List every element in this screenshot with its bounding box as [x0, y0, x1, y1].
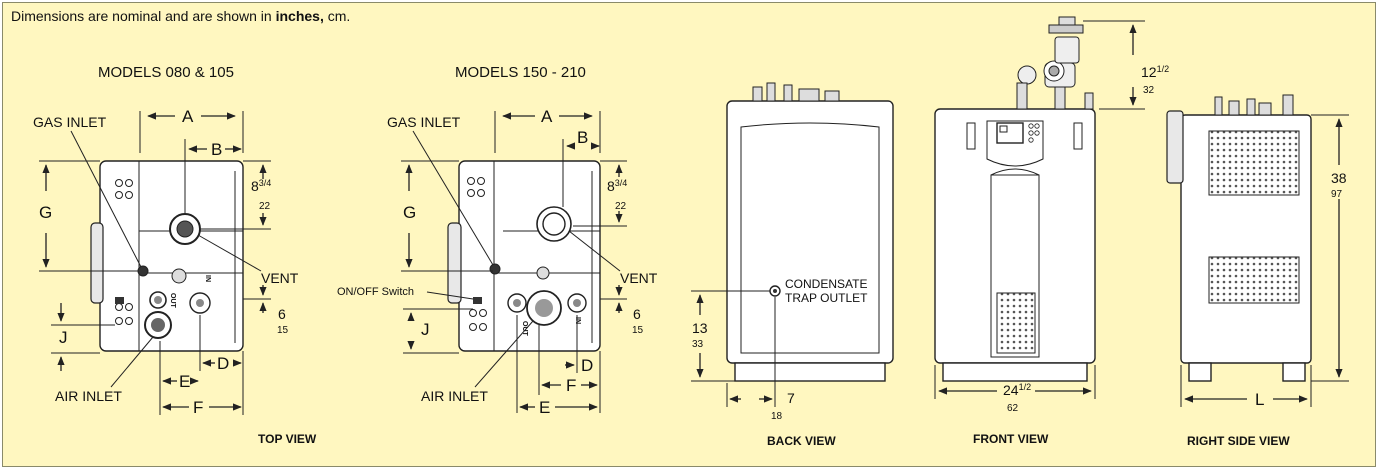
gas-inlet-connector: [137, 265, 149, 277]
back-panel: [726, 100, 894, 364]
svg-text:OUT: OUT: [521, 321, 528, 337]
svg-text:83/4: 83/4: [607, 178, 627, 194]
svg-text:D: D: [581, 356, 593, 375]
svg-text:F: F: [193, 398, 203, 417]
model-heading-small: MODELS 080 & 105: [98, 64, 234, 81]
svg-text:A: A: [541, 107, 553, 126]
svg-text:F: F: [566, 376, 576, 395]
svg-text:G: G: [403, 203, 416, 222]
svg-text:15: 15: [277, 325, 289, 336]
svg-text:241/2: 241/2: [1003, 382, 1031, 398]
on-off-switch: [115, 297, 124, 304]
svg-text:J: J: [421, 320, 430, 339]
svg-text:GAS INLET: GAS INLET: [387, 114, 461, 130]
svg-text:OUT: OUT: [169, 293, 176, 309]
condensate-label: CONDENSATE: [785, 277, 867, 291]
svg-text:D: D: [217, 354, 229, 373]
svg-text:6: 6: [278, 306, 286, 322]
svg-text:18: 18: [771, 411, 783, 422]
dim-j: J: [59, 328, 68, 347]
dim-l: L: [1255, 390, 1264, 409]
vent-label: VENT: [261, 270, 299, 286]
svg-text:62: 62: [1007, 403, 1019, 414]
svg-text:32: 32: [1143, 85, 1155, 96]
dim-a: A: [182, 107, 194, 126]
svg-text:AIR INLET: AIR INLET: [421, 388, 488, 404]
svg-text:IN: IN: [204, 275, 211, 282]
dim-8-3-4: 83/4: [251, 178, 271, 194]
dim-g: G: [39, 203, 52, 222]
svg-text:7: 7: [787, 390, 795, 406]
side-vents-lower: [1208, 256, 1300, 304]
svg-text:33: 33: [692, 339, 704, 350]
model-heading-large: MODELS 150 - 210: [455, 64, 586, 81]
svg-text:97: 97: [1331, 189, 1343, 200]
back-view-caption: BACK VIEW: [767, 434, 836, 448]
side-view-caption: RIGHT SIDE VIEW: [1187, 434, 1290, 448]
svg-text:E: E: [179, 372, 190, 391]
side-vents-upper: [1208, 130, 1300, 196]
svg-text:121/2: 121/2: [1141, 64, 1169, 80]
svg-text:22: 22: [259, 201, 271, 212]
circulator-pump: [1016, 16, 1094, 110]
dim-b: B: [211, 140, 222, 159]
top-view-caption: TOP VIEW: [258, 432, 317, 446]
right-side-view: 38 97 L RIGHT SIDE VIEW: [1166, 94, 1349, 448]
on-off-switch-label: ON/OFF Switch: [337, 286, 414, 298]
svg-text:22: 22: [615, 201, 627, 212]
svg-text:6: 6: [633, 306, 641, 322]
front-view-caption: FRONT VIEW: [973, 432, 1049, 446]
svg-text:15: 15: [632, 325, 644, 336]
gas-inlet-label: GAS INLET: [33, 114, 107, 130]
dimension-diagram: Dimensions are nominal and are shown in …: [11, 8, 1349, 448]
top-view-small: MODELS 080 & 105 OUT IN: [33, 64, 317, 446]
air-inlet-label: AIR INLET: [55, 388, 122, 404]
svg-text:E: E: [539, 398, 550, 417]
svg-text:VENT: VENT: [620, 270, 658, 286]
back-view: CONDENSATE TRAP OUTLET 13 33 7 18 BACK V…: [691, 82, 894, 448]
top-view-large: MODELS 150 - 210 OUT IN A: [337, 64, 658, 417]
control-display: [996, 122, 1024, 144]
svg-text:13: 13: [692, 320, 708, 336]
side-handle: [90, 222, 104, 304]
front-view: 121/2 32 241/2 62 FRONT VIEW: [934, 16, 1169, 446]
svg-text:TRAP OUTLET: TRAP OUTLET: [785, 291, 868, 305]
svg-text:38: 38: [1331, 170, 1347, 186]
front-grill: [996, 292, 1036, 354]
dimension-note: Dimensions are nominal and are shown in …: [11, 8, 350, 24]
svg-text:B: B: [577, 128, 588, 147]
